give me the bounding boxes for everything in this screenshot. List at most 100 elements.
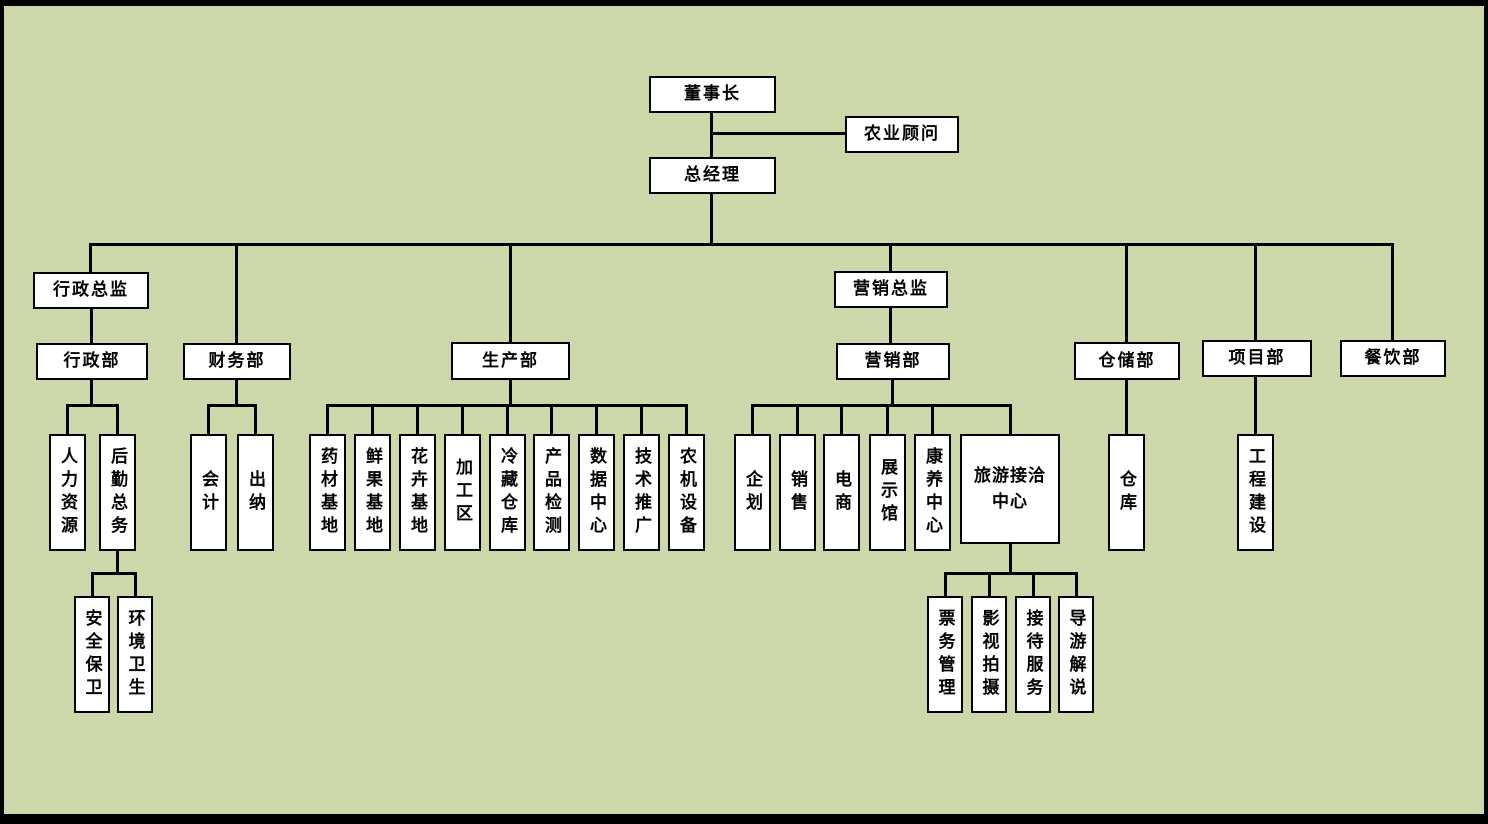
stem-logistics xyxy=(116,551,119,575)
bus-tourism-center xyxy=(944,572,1078,575)
drop-film-media xyxy=(988,572,991,596)
connector-engineering xyxy=(1254,377,1257,434)
node-hr: 人力资源 xyxy=(49,434,86,551)
drop-tourism-center xyxy=(1009,404,1012,434)
drop-wellness-center xyxy=(931,404,934,434)
bus-finance xyxy=(207,404,257,407)
node-sales-label: 销售 xyxy=(788,469,807,516)
drop-ecommerce xyxy=(840,404,843,434)
node-tourism-center: 旅游接洽中心 xyxy=(960,434,1060,544)
drop-herb-base xyxy=(326,404,329,434)
node-general-manager: 总经理 xyxy=(649,157,776,194)
node-chairman: 董事长 xyxy=(649,76,776,113)
node-engineering-label: 工程建设 xyxy=(1246,446,1265,539)
node-marketing-director: 营销总监 xyxy=(834,271,948,308)
node-ecommerce: 电商 xyxy=(823,434,860,551)
node-marketing-director-label: 营销总监 xyxy=(853,279,929,299)
node-admin-dept: 行政部 xyxy=(36,343,148,380)
node-product-testing: 产品检测 xyxy=(533,434,570,551)
node-ecommerce-label: 电商 xyxy=(832,469,851,516)
node-sales: 销售 xyxy=(779,434,816,551)
connector-gm-spine xyxy=(710,194,713,246)
node-warehouse-dept-label: 仓储部 xyxy=(1098,350,1156,370)
node-ticketing: 票务管理 xyxy=(927,596,963,713)
bus-admin-dept xyxy=(66,404,119,407)
drop-catering-dept xyxy=(1391,243,1394,341)
node-ticketing-label: 票务管理 xyxy=(935,608,955,701)
node-fruit-base-label: 鲜果基地 xyxy=(363,446,382,539)
node-product-testing-label: 产品检测 xyxy=(542,446,561,539)
node-hr-label: 人力资源 xyxy=(58,446,77,539)
bus-marketing xyxy=(751,404,1012,407)
node-wellness-center-label: 康养中心 xyxy=(923,446,942,539)
drop-hr xyxy=(66,404,69,434)
node-general-manager-label: 总经理 xyxy=(684,165,741,185)
drop-production-dept xyxy=(509,243,512,343)
node-data-center: 数据中心 xyxy=(578,434,615,551)
node-sanitation-label: 环境卫生 xyxy=(125,608,145,701)
node-processing-zone-label: 加工区 xyxy=(453,458,472,527)
connector-admindirector-admindept xyxy=(90,309,93,344)
node-catering-dept-label: 餐饮部 xyxy=(1364,348,1422,368)
node-flower-base: 花卉基地 xyxy=(399,434,436,551)
node-agricultural-advisor: 农业顾问 xyxy=(845,116,959,153)
drop-fruit-base xyxy=(371,404,374,434)
node-film-media: 影视拍摄 xyxy=(971,596,1007,713)
drop-data-center xyxy=(595,404,598,434)
node-machinery-label: 农机设备 xyxy=(677,446,696,539)
node-tourism-center-label: 旅游接洽中心 xyxy=(974,465,1046,511)
node-tour-guide: 导游解说 xyxy=(1058,596,1094,713)
node-accounting: 会计 xyxy=(190,434,227,551)
node-warehouse: 仓库 xyxy=(1108,434,1145,551)
node-tech-promotion: 技术推广 xyxy=(623,434,660,551)
drop-product-testing xyxy=(550,404,553,434)
drop-logistics xyxy=(116,404,119,434)
drop-admin-director xyxy=(89,243,92,273)
node-production-dept: 生产部 xyxy=(451,342,570,380)
drop-accounting xyxy=(207,404,210,434)
drop-project-dept xyxy=(1254,243,1257,341)
node-cashier: 出纳 xyxy=(237,434,274,551)
node-sanitation: 环境卫生 xyxy=(117,596,153,713)
connector-spine xyxy=(89,243,1394,246)
node-reception-service: 接待服务 xyxy=(1015,596,1051,713)
node-security-label: 安全保卫 xyxy=(82,608,102,701)
drop-flower-base xyxy=(416,404,419,434)
stem-admin-dept xyxy=(90,380,93,407)
node-admin-director-label: 行政总监 xyxy=(53,280,129,300)
drop-ticketing xyxy=(944,572,947,596)
node-exhibition-hall: 展示馆 xyxy=(869,434,906,551)
drop-warehouse-dept xyxy=(1125,243,1128,343)
node-machinery: 农机设备 xyxy=(668,434,705,551)
node-admin-dept-label: 行政部 xyxy=(63,351,121,371)
node-security: 安全保卫 xyxy=(74,596,110,713)
drop-planning xyxy=(751,404,754,434)
node-warehouse-label: 仓库 xyxy=(1117,469,1136,516)
node-finance-dept-label: 财务部 xyxy=(208,351,266,371)
drop-machinery xyxy=(685,404,688,434)
drop-finance-dept xyxy=(235,243,238,344)
drop-cashier xyxy=(254,404,257,434)
node-wellness-center: 康养中心 xyxy=(914,434,951,551)
node-production-dept-label: 生产部 xyxy=(482,350,539,370)
node-planning: 企划 xyxy=(734,434,771,551)
node-herb-base-label: 药材基地 xyxy=(318,446,337,539)
drop-security xyxy=(91,572,94,596)
drop-tech-promotion xyxy=(640,404,643,434)
node-marketing-dept-label: 营销部 xyxy=(864,351,922,371)
node-cold-storage: 冷藏仓库 xyxy=(489,434,526,551)
drop-tour-guide xyxy=(1075,572,1078,596)
node-processing-zone: 加工区 xyxy=(444,434,481,551)
stem-finance xyxy=(235,380,238,407)
stem-production xyxy=(509,380,512,407)
node-flower-base-label: 花卉基地 xyxy=(408,446,427,539)
node-planning-label: 企划 xyxy=(743,469,762,516)
node-fruit-base: 鲜果基地 xyxy=(354,434,391,551)
drop-reception-service xyxy=(1032,572,1035,596)
stem-marketing xyxy=(891,380,894,407)
node-finance-dept: 财务部 xyxy=(183,343,291,380)
node-project-dept: 项目部 xyxy=(1202,340,1312,377)
drop-sanitation xyxy=(134,572,137,596)
node-reception-service-label: 接待服务 xyxy=(1023,608,1043,701)
node-herb-base: 药材基地 xyxy=(309,434,346,551)
